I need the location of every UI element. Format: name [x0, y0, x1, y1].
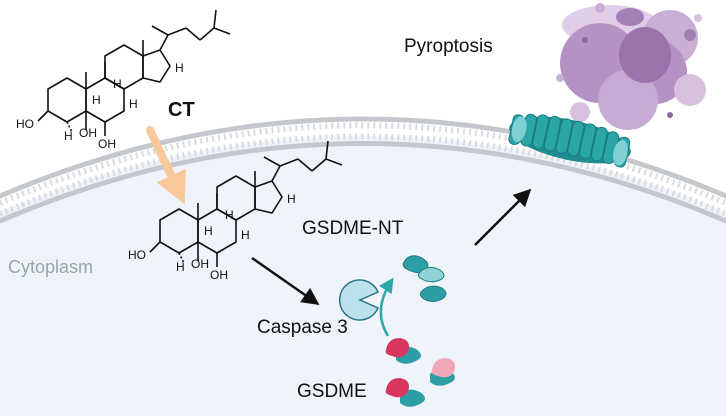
atom-label-h: H: [175, 61, 184, 75]
gsdme-nt-fragments: [402, 255, 447, 302]
atom-label-h: H: [241, 228, 250, 242]
atom-label-h: H: [113, 77, 122, 91]
atom-label-oh: OH: [210, 268, 228, 282]
gsdme-full-length: [385, 338, 455, 407]
gsdme-label: GSDME: [297, 381, 367, 402]
caspase3-label: Caspase 3: [257, 317, 348, 338]
caspase3-enzyme: [338, 279, 379, 321]
atom-label-h: H: [129, 97, 138, 111]
pore-formation-arrow: [474, 188, 532, 246]
cytoplasm-label: Cytoplasm: [8, 257, 94, 277]
atom-label-h: H: [287, 192, 296, 206]
cleavage-arrow: [379, 277, 394, 337]
gsdme-nt-label: GSDME-NT: [302, 218, 404, 239]
pyroptosis-label: Pyroptosis: [404, 36, 493, 57]
atom-label-ho: HO: [128, 248, 146, 262]
atom-label-h: H: [64, 129, 73, 143]
atom-label-ho: HO: [16, 117, 34, 131]
atom-label-h: H: [92, 93, 101, 107]
pyroptotic-cell-icon: [556, 3, 706, 130]
atom-label-h: H: [204, 224, 213, 238]
gsdme-pore: [508, 113, 631, 168]
atom-label-oh: OH: [98, 137, 116, 151]
cytoplasm-region: [0, 136, 726, 416]
uptake-arrow: [146, 126, 186, 205]
ct-structure: [37, 9, 231, 136]
atom-label-h: H: [225, 208, 234, 222]
atom-label-oh: OH: [79, 126, 97, 140]
ct-label: CT: [168, 99, 195, 121]
atom-label-h: H: [176, 260, 185, 274]
activation-arrow: [251, 256, 320, 306]
internalized-ct-structure: [149, 140, 343, 267]
atom-label-oh: OH: [191, 257, 209, 271]
